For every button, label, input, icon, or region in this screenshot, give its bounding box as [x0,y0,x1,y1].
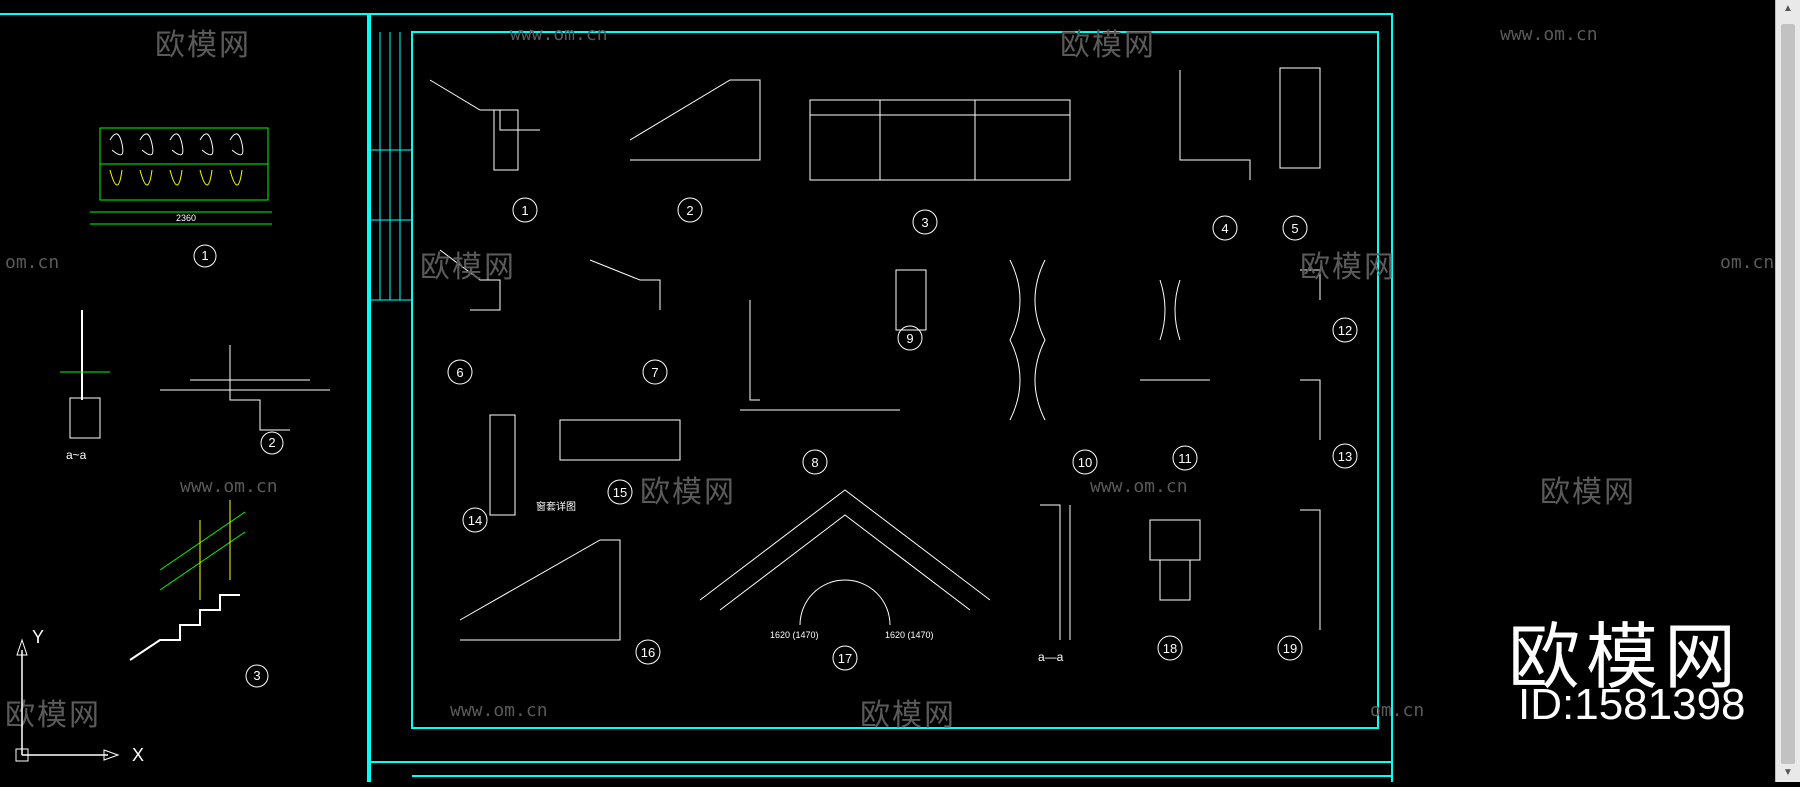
scroll-up-button[interactable]: ▲ [1776,0,1800,18]
detail-number: 3 [921,215,928,230]
window-detail-caption: 窗套详图 [536,502,576,513]
detail-number: 12 [1338,323,1352,338]
detail-bubble [1157,635,1183,661]
watermark-url: www.om.cn [180,476,278,497]
detail-bubble [642,359,668,385]
detail-bubble [447,359,473,385]
detail-17-dim-right: 1620 (1470) [885,630,934,640]
left-detail-2 [60,310,330,455]
detail-bubble [1172,445,1198,471]
detail-bubble [1212,215,1238,241]
detail-17-dim-left: 1620 (1470) [770,630,819,640]
watermark-url: www.om.cn [1500,24,1598,45]
main-section-label: a—a [1038,650,1064,664]
detail-number: 9 [906,331,913,346]
detail-number: 16 [641,645,655,660]
watermark-brand: 欧模网 [1540,475,1636,510]
detail-bubble [1332,443,1358,469]
detail-bubble [1072,449,1098,475]
left-detail-1 [90,127,272,268]
detail-number: 6 [456,365,463,380]
watermark-url: www.om.cn [450,700,548,721]
detail-number: 19 [1283,641,1297,656]
brand-id-text: ID:1581398 [1518,680,1746,729]
detail-number: 18 [1163,641,1177,656]
watermark-url: www.om.cn [510,24,608,45]
watermark-url: om.cn [5,252,60,273]
sheet-frames [0,13,1393,787]
watermark-brand: 欧模网 [1060,28,1156,63]
detail-number: 5 [1291,221,1298,236]
detail-number: 8 [811,455,818,470]
watermark-brand: 欧模网 [155,28,251,63]
watermark-brand: 欧模网 [5,698,101,733]
detail-number: 7 [651,365,658,380]
main-detail-linework [429,67,1321,641]
brand-logo-text: 欧模网 [1508,615,1743,699]
ucs-y-label: Y [32,627,45,647]
detail-number: 1 [201,248,208,263]
watermark-url: om.cn [1370,700,1425,721]
title-block-strip [370,32,412,301]
detail-bubble [512,197,538,223]
watermark-brand: 欧模网 [860,698,956,733]
ucs-x-label: X [132,745,145,765]
detail-bubble [802,449,828,475]
detail-number: 10 [1078,455,1092,470]
detail-bubble [912,209,938,235]
watermark-brand: 欧模网 [640,475,736,510]
ucs-axis-icon: Y X [8,625,144,770]
detail-bubble [677,197,703,223]
detail-number: 1 [521,203,528,218]
watermark-brand: 欧模网 [1300,250,1396,285]
left-section-label: a~a [66,448,87,462]
detail-bubble [1282,215,1308,241]
detail-number: 4 [1221,221,1228,236]
detail-bubble [607,479,633,505]
detail-bubble [635,639,661,665]
left-detail-1-total: 2360 [176,213,197,223]
detail-bubble [462,507,488,533]
detail-bubble [1277,635,1303,661]
scrollbar-thumb[interactable] [1781,24,1795,764]
detail-number: 2 [268,435,275,450]
detail-number: 14 [468,513,482,528]
detail-bubble [1332,317,1358,343]
detail-number: 15 [613,485,627,500]
detail-number: 17 [838,651,852,666]
watermark-url: om.cn [1720,252,1775,273]
watermark-brand: 欧模网 [420,250,516,285]
detail-bubble [897,325,923,351]
detail-number: 2 [686,203,693,218]
detail-number: 3 [253,668,260,683]
vertical-scrollbar[interactable]: ▲ ▼ [1775,0,1800,782]
scroll-down-button[interactable]: ▼ [1776,764,1800,782]
watermark-url: www.om.cn [1090,476,1188,497]
left-detail-3 [129,500,269,688]
detail-number: 11 [1178,451,1192,466]
detail-number: 13 [1338,449,1352,464]
detail-bubble [832,645,858,671]
